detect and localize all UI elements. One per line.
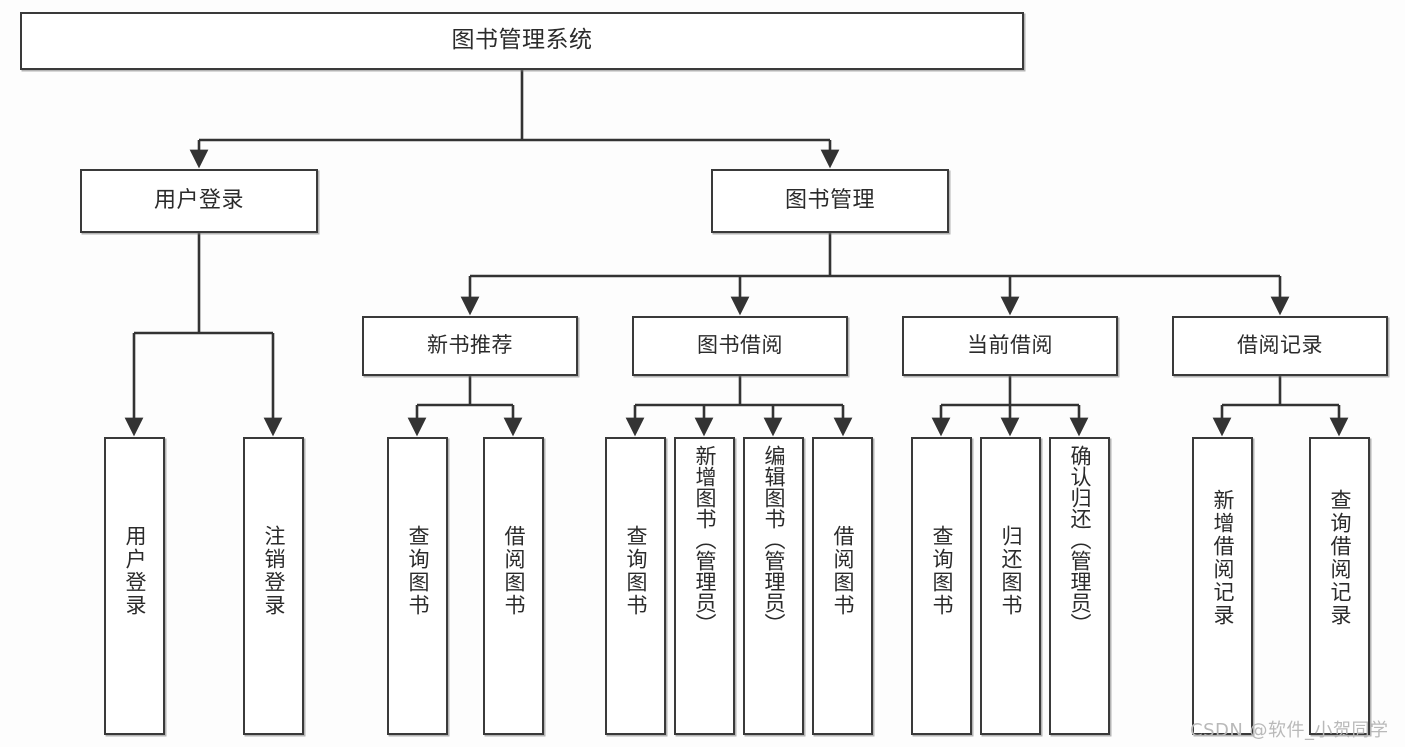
node-label: 归还图书 xyxy=(999,525,1023,617)
node-label: 新书推荐 xyxy=(427,333,513,358)
node-label: 编辑图书（管理员） xyxy=(762,445,786,634)
node-label: 查询图书 xyxy=(406,525,430,617)
node-label: 注销登录 xyxy=(262,525,286,617)
node-book-borrow[interactable]: 图书借阅 xyxy=(632,316,848,376)
node-new-book-recommend[interactable]: 新书推荐 xyxy=(362,316,578,376)
node-user-login[interactable]: 用户登录 xyxy=(80,169,318,233)
node-label: 用户登录 xyxy=(153,187,244,213)
node-book-management[interactable]: 图书管理 xyxy=(711,169,949,233)
node-label: 用户登录 xyxy=(123,525,147,617)
leaf-current-borrow-query-book[interactable]: 查询图书 xyxy=(911,437,972,735)
node-label: 查询图书 xyxy=(930,525,954,617)
node-label: 借阅图书 xyxy=(831,525,855,617)
leaf-borrow-record-add-record[interactable]: 新增借阅记录 xyxy=(1192,437,1253,735)
csdn-watermark: CSDN @软件_小贺同学 xyxy=(1190,720,1389,741)
leaf-user-login-logout[interactable]: 注销登录 xyxy=(243,437,304,735)
leaf-book-borrow-add-book-admin[interactable]: 新增图书（管理员） xyxy=(674,437,735,735)
node-root-system[interactable]: 图书管理系统 xyxy=(20,12,1024,70)
leaf-new-book-borrow-book[interactable]: 借阅图书 xyxy=(483,437,544,735)
node-label: 借阅图书 xyxy=(502,525,526,617)
node-label: 确认归还（管理员） xyxy=(1068,445,1092,634)
node-label: 查询图书 xyxy=(624,525,648,617)
node-label: 图书管理 xyxy=(784,187,875,213)
node-current-borrow[interactable]: 当前借阅 xyxy=(902,316,1118,376)
leaf-user-login-login[interactable]: 用户登录 xyxy=(104,437,165,735)
leaf-borrow-record-query-record[interactable]: 查询借阅记录 xyxy=(1309,437,1370,735)
leaf-current-borrow-confirm-return-admin[interactable]: 确认归还（管理员） xyxy=(1049,437,1110,735)
node-label: 当前借阅 xyxy=(967,333,1053,358)
node-label: 查询借阅记录 xyxy=(1328,489,1352,627)
leaf-book-borrow-query-book[interactable]: 查询图书 xyxy=(605,437,666,735)
node-borrow-record[interactable]: 借阅记录 xyxy=(1172,316,1388,376)
node-label: 新增借阅记录 xyxy=(1211,489,1235,627)
leaf-book-borrow-edit-book-admin[interactable]: 编辑图书（管理员） xyxy=(743,437,804,735)
leaf-book-borrow-borrow-book[interactable]: 借阅图书 xyxy=(812,437,873,735)
leaf-new-book-query-book[interactable]: 查询图书 xyxy=(387,437,448,735)
node-label: 借阅记录 xyxy=(1237,333,1323,358)
leaf-current-borrow-return-book[interactable]: 归还图书 xyxy=(980,437,1041,735)
node-label: 图书借阅 xyxy=(697,333,783,358)
node-label: 图书管理系统 xyxy=(451,27,593,54)
node-label: 新增图书（管理员） xyxy=(693,445,717,634)
